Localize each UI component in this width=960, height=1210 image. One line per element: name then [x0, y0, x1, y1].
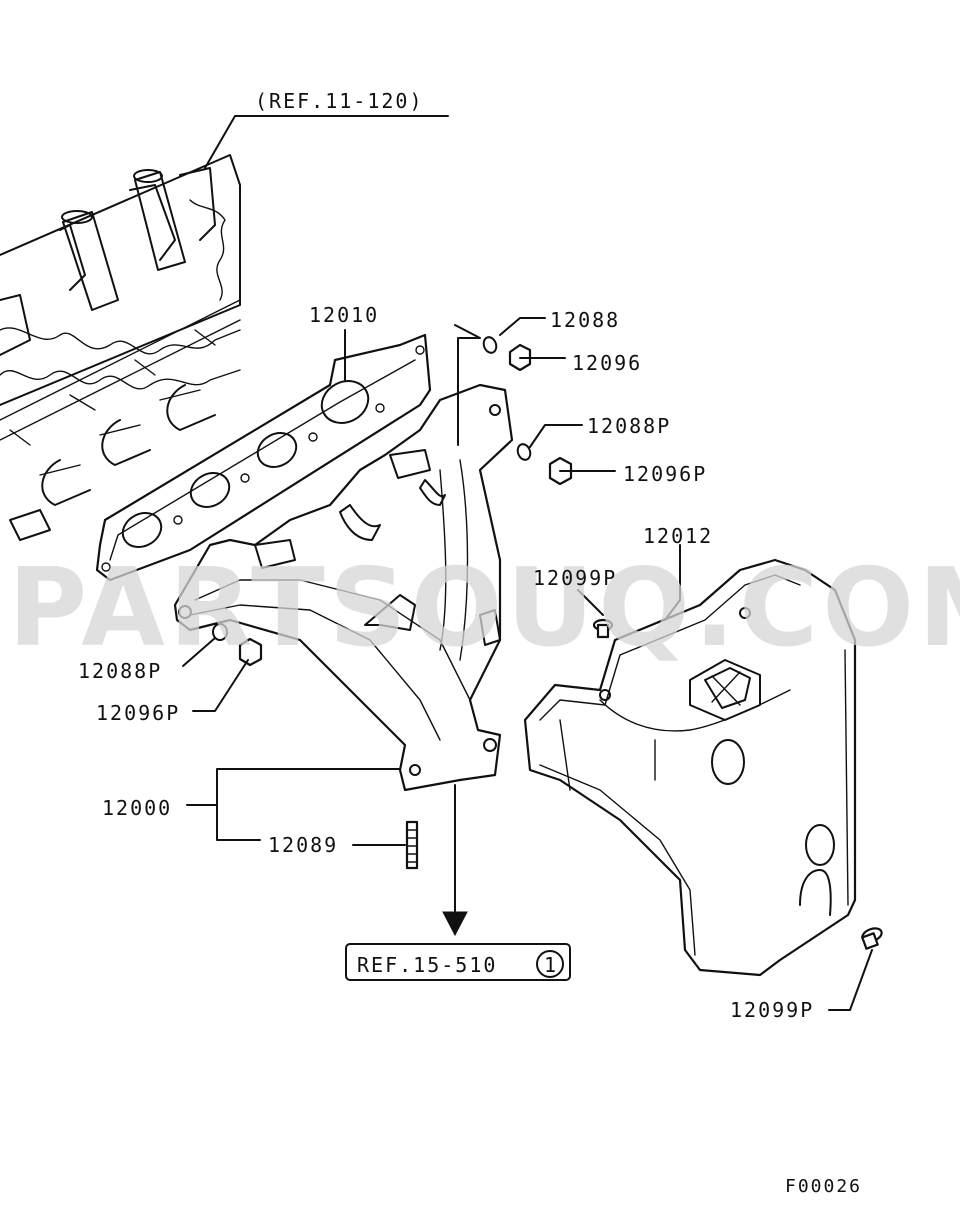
callout-12096p-lower: 12096P — [96, 701, 180, 725]
callout-12099p-lower: 12099P — [730, 998, 814, 1022]
washer-12088 — [482, 336, 498, 354]
ref-exhaust-label: REF.15-510 — [357, 953, 497, 977]
washer-12088p-lower — [212, 623, 228, 641]
bolt-12099p-upper — [592, 618, 614, 639]
callout-12099p-upper: 12099P — [533, 566, 617, 590]
cylinder-head-illustration — [0, 154, 241, 541]
callout-12012: 12012 — [643, 524, 713, 548]
callout-12089: 12089 — [268, 833, 338, 857]
bolt-12099p-lower — [861, 927, 883, 950]
callout-12088: 12088 — [550, 308, 620, 332]
callout-12088p-lower: 12088P — [78, 659, 162, 683]
nut-12096p-lower — [238, 637, 263, 667]
leader-lines — [182, 115, 873, 1011]
callout-12096p-upper: 12096P — [623, 462, 707, 486]
manifold-gasket — [95, 333, 432, 582]
watermark: PARTSOUQ.COM — [8, 546, 960, 671]
callout-12088p-upper: 12088P — [587, 414, 671, 438]
exhaust-manifold — [173, 383, 514, 792]
ref-head-label: (REF.11-120) — [255, 89, 424, 113]
heat-protector — [523, 558, 857, 977]
figure-code: F00026 — [785, 1176, 862, 1197]
callout-12000: 12000 — [102, 796, 172, 820]
callout-12010: 12010 — [309, 303, 379, 327]
washer-12088p-upper — [516, 443, 532, 461]
fasteners — [212, 336, 883, 950]
ref-exhaust-box[interactable]: REF.15-510 1 — [345, 943, 571, 981]
ref-exhaust-circle-number: 1 — [544, 953, 556, 977]
callout-12096: 12096 — [572, 351, 642, 375]
stud-12089 — [405, 820, 419, 870]
